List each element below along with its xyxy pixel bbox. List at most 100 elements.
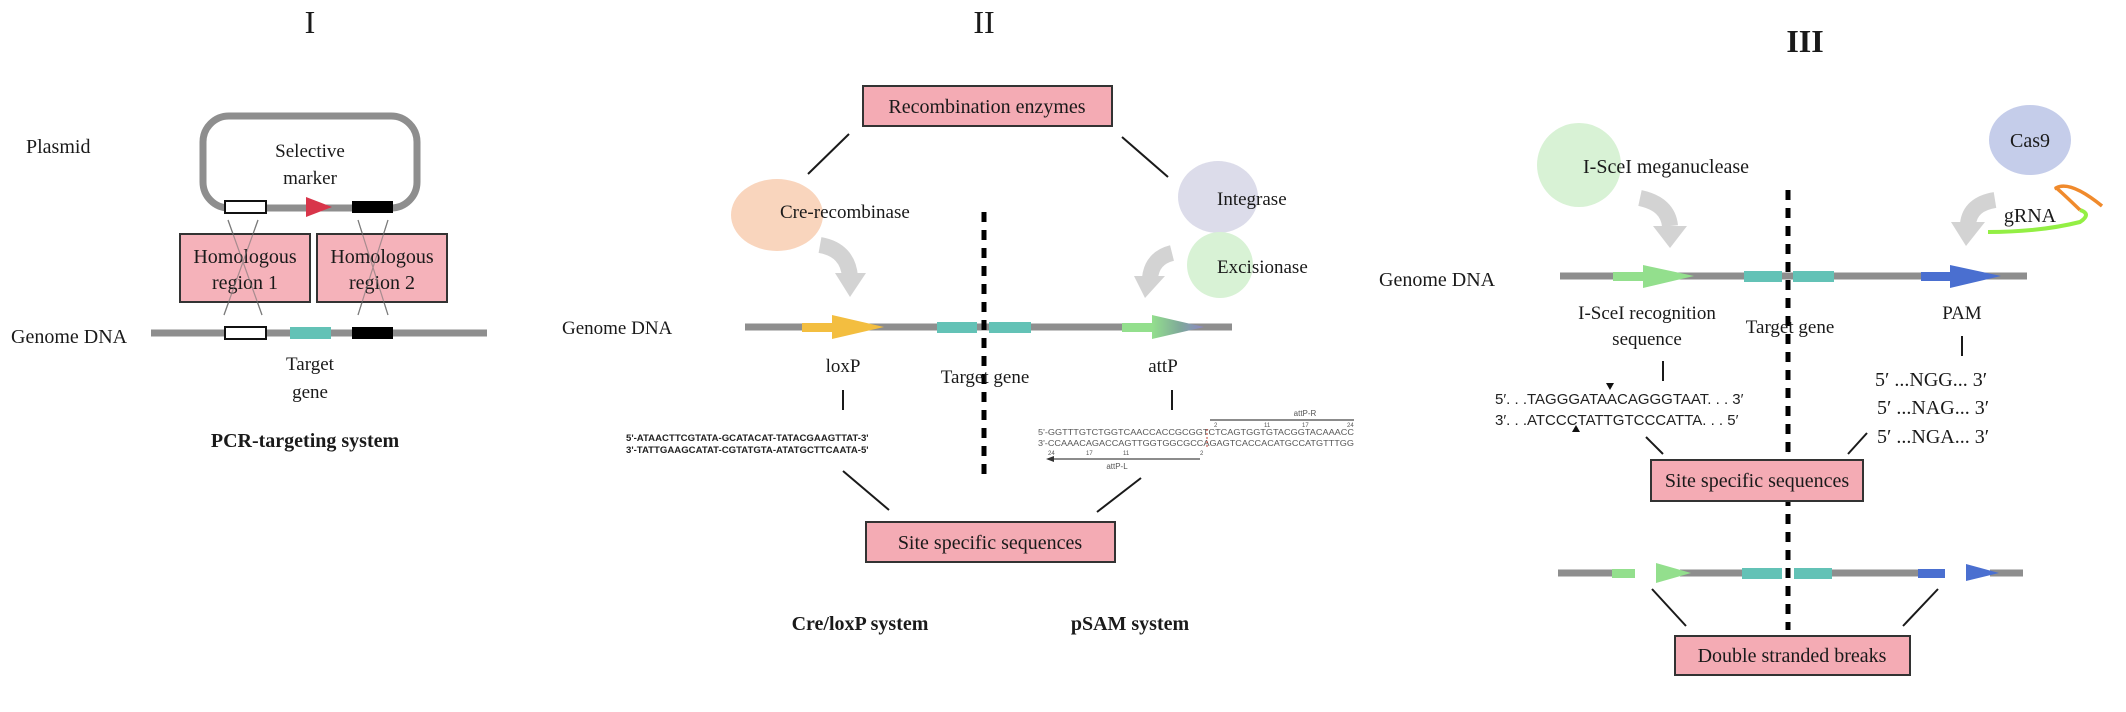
attp-l-arrowhead [1046,456,1054,462]
selective-marker-label-line2: marker [283,168,337,189]
curved-arrow-cre [818,237,866,297]
cre-recombinase-icon [731,179,823,251]
plasmid-label: Plasmid [26,136,90,158]
isce1-meganuclease-icon [1537,123,1621,207]
attp-sequence-block: attP-R 2 11 17 24 5'-GGTTTGTCTGGTCAACCAC… [1038,409,1354,471]
selective-marker-label-line1: Selective [275,141,345,162]
connector-break-left [1651,588,1687,627]
target-gene-segment-1 [1744,271,1782,282]
plasmid-loop [199,112,421,212]
target-gene-segment [290,327,331,339]
excisionase-label: Excisionase [1217,257,1308,278]
attp-sequence-top: 5'-GGTTTGTCTGGTCAACCACCGCGGTCTCAGTGGTGTA… [1038,427,1354,437]
pam-sequence-ngg: 5′ ...NGG... 3′ [1875,369,1987,391]
plasmid-homology-arm-2 [352,201,393,213]
loxp-label: loxP [826,356,861,377]
homologous-region-2-box [316,233,448,303]
pam-fragment [1918,569,1945,578]
genome-homology-site-2 [352,327,393,339]
double-stranded-breaks-box [1674,635,1911,676]
pam-label: PAM [1942,303,1982,324]
attp-l-tick: 17 [1086,451,1093,457]
genome-dna-label: Genome DNA [1379,269,1496,291]
homologous-region-1-line2: region 1 [212,272,278,294]
system-title-psam: pSAM system [1071,613,1190,635]
panel-numeral: III [1786,23,1823,59]
isce1-sequence-bottom: 3′. . .ATCCCTATTGTCCCATTA. . . 5′ [1495,412,1739,429]
isce1-site-fragment [1612,569,1635,578]
genome-homology-site-1 [224,326,267,340]
loxp-arrow [832,315,884,339]
excisionase-icon [1187,232,1253,298]
connector-recognition-site [1645,436,1664,455]
integrase-label: Integrase [1217,189,1287,210]
target-gene-label: Target gene [941,367,1030,388]
pam-bar [1921,272,1952,281]
attp-r-label: attP-R [1294,409,1317,418]
panel-i: I Plasmid Selective marker Homologous re… [11,4,487,452]
attp-arrow [1152,315,1204,339]
site-specific-sequences-label: Site specific sequences [898,532,1083,554]
double-stranded-breaks-label: Double stranded breaks [1698,645,1887,667]
panel-ii: II Recombination enzymes Cre-recombinase… [562,4,1354,635]
pam-sequence-nag: 5′ ...NAG... 3′ [1877,397,1989,419]
connector-pam-site [1847,432,1868,455]
site-specific-sequences-box [865,521,1116,563]
connector-attp-site [1096,477,1142,513]
plasmid-homology-arm-1 [224,200,267,214]
loxp-sequence-bottom: 3'-TATTGAAGCATAT-CGTATGTA-ATATGCTTCAATA-… [626,445,869,456]
target-gene-label-line1: Target [286,354,335,375]
homologous-region-2-line2: region 2 [349,272,415,294]
isce1-sequence-top: 5′. . .TAGGGATAACAGGGTAAT. . . 3′ [1495,391,1744,408]
curved-arrow-cas9 [1951,192,1997,246]
connector-cre [807,133,850,175]
recognition-label-line2: sequence [1612,329,1682,350]
isce1-meganuclease-label: I-SceI meganuclease [1583,156,1749,178]
recognition-label-line1: I-SceI recognition [1578,303,1716,324]
target-gene-segment-2 [1793,271,1834,282]
grna-icon [1987,184,2104,234]
target-gene-label: Target gene [1746,317,1835,338]
cre-recombinase-label: Cre-recombinase [780,202,910,223]
homologous-region-2-line1: Homologous [330,246,434,268]
pam-arrow-fragment [1966,564,1999,581]
isce1-site-arrow [1643,265,1694,288]
site-specific-sequences-box [1650,459,1864,502]
pam-arrow [1950,265,2001,288]
cut-site-marker-bottom [1572,425,1580,432]
isce1-site-bar [1613,272,1645,281]
pam-sequence-nga: 5′ ...NGA... 3′ [1877,426,1989,448]
selective-marker-arrow [306,197,332,217]
genome-dna-label: Genome DNA [11,326,128,348]
crossover-lines-overlay [223,219,389,316]
target-gene-segment-2 [1794,568,1832,579]
attp-l-tick: 11 [1123,451,1130,457]
connector-integrase [1121,136,1169,178]
target-gene-segment-1 [1742,568,1782,579]
attp-r-tick: 17 [1302,423,1309,429]
isce1-site-arrow-fragment [1656,563,1691,583]
attp-label: attP [1148,356,1178,377]
genome-dna-label: Genome DNA [562,318,673,339]
connector-break-right [1902,588,1939,627]
target-gene-segment-2 [989,322,1031,333]
cut-site-marker-top [1606,383,1614,390]
cas9-icon [1989,105,2071,175]
system-title-pcr-targeting: PCR-targeting system [211,430,400,452]
attp-r-tick: 24 [1347,423,1354,429]
panel-iii: III I-SceI meganuclease Cas9 gRNA Genome… [1379,23,2104,676]
system-title-cre-loxp: Cre/loxP system [792,613,929,635]
panel-numeral: II [973,4,994,40]
grna-label: gRNA [2004,205,2057,227]
cleaved-genome-dna [1558,563,2023,583]
attp-sequence-bottom: 3'-CCAAACAGACCAGTTGGTGGCGCCAGAGTCACCACAT… [1038,438,1354,448]
integrase-icon [1178,161,1258,233]
loxp-sequence-top: 5'-ATAACTTCGTATA-GCATACAT-TATACGAAGTTAT-… [626,433,869,444]
attp-l-label: attP-L [1106,462,1128,471]
recombination-enzymes-label: Recombination enzymes [888,96,1085,118]
attp-bar [1122,323,1154,332]
curved-arrow-integrase [1134,245,1175,298]
target-gene-label-line2: gene [292,382,328,403]
target-gene-segment-1 [937,322,977,333]
